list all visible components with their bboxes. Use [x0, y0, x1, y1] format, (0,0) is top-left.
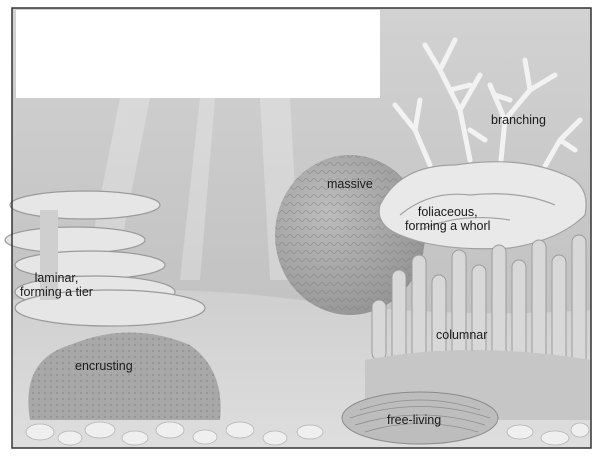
label-massive: massive: [327, 177, 373, 191]
label-encrusting: encrusting: [75, 359, 133, 373]
label-free-living: free-living: [387, 413, 441, 427]
label-branching: branching: [491, 113, 546, 127]
label-laminar: laminar, forming a tier: [20, 271, 93, 299]
blank-title-box: [16, 10, 380, 98]
label-foliaceous: foliaceous, forming a whorl: [405, 205, 490, 233]
label-columnar: columnar: [436, 328, 487, 342]
